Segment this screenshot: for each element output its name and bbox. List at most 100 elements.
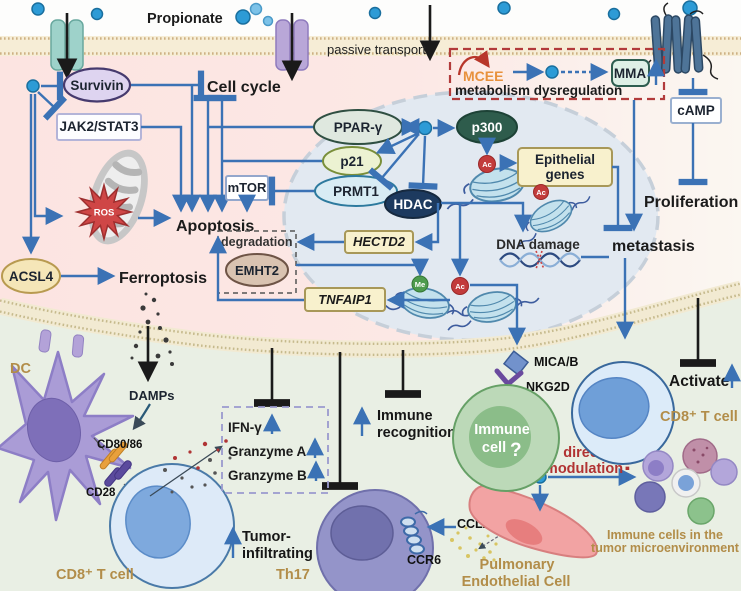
me-mark: [411, 275, 429, 293]
ccr6-receptor: [400, 510, 428, 555]
tme-label1: Immune cells in the: [607, 528, 723, 542]
cd28-receptor: [104, 460, 132, 487]
pulmonary-label2: Endothelial Cell: [462, 574, 571, 590]
th17-label: Th17: [276, 567, 310, 583]
hdac-to-hectd2: [414, 203, 440, 251]
effector-molecules-box: [221, 406, 329, 494]
inhibit-jak2stat3-line: [37, 91, 68, 121]
micab-ligand: [502, 350, 530, 376]
direct-modulation-label2: modulation: [545, 461, 623, 477]
immune-recognition-label2: recognition: [377, 425, 456, 441]
purple-transporter-channel: [275, 19, 309, 71]
jak2stat3-label: JAK2/STAT3: [59, 119, 139, 134]
granzyme-a-label: Granzyme A: [228, 444, 307, 459]
apoptosis-label: Apoptosis: [176, 218, 254, 235]
tnfaip1-node: [304, 287, 386, 312]
mcee-dysfunction-arc: [457, 50, 490, 76]
immune-cell-label2: cell: [482, 440, 506, 456]
degradation-box: [217, 230, 297, 294]
to-micab-line: [470, 283, 526, 346]
cd8-t-cell-right: [571, 361, 675, 465]
membrane-channel-small-1: [38, 329, 52, 353]
pulmonary-label1: Pulmonary: [480, 557, 555, 573]
granzyme-b-label: Granzyme B: [228, 468, 307, 483]
tnfaip1-label: TNFAIP1: [318, 292, 371, 307]
tumor-infiltrating-label2: infiltrating: [242, 546, 313, 562]
dc-label: DC: [10, 361, 31, 377]
membrane-channel-small-2: [71, 334, 85, 358]
ac-mark-1: [478, 155, 496, 173]
degradation-to-me: [296, 258, 429, 277]
emht2-node: [225, 253, 289, 287]
th17-nucleus: [330, 505, 394, 561]
immune-recognition-label1: Immune: [377, 408, 433, 424]
survivin-node: [62, 67, 132, 103]
cd8-right-label: CD8⁺ T cell: [660, 409, 738, 425]
cell-cycle-label: Cell cycle: [207, 79, 281, 96]
cd8-right-nucleus: [578, 377, 650, 439]
tnfaip1-to-apoptosis: [209, 235, 304, 302]
teal-transporter-channel: [50, 19, 84, 71]
propionate-molecules: [31, 0, 698, 27]
prmt1-label: PRMT1: [333, 184, 379, 199]
cd8-left-nucleus: [125, 485, 191, 559]
activate-label: Activate: [669, 373, 730, 390]
jak2stat3-to-apoptosis: [141, 125, 190, 213]
ferroptosis-label: Ferroptosis: [119, 270, 207, 287]
immune-cell-label1: Immune: [474, 422, 530, 438]
dna-damage-label: DNA damage: [496, 237, 580, 252]
ac-mark-3: [451, 277, 469, 295]
hectd2-node: [344, 230, 414, 254]
metabolism-caption: metabolism dysregulation: [455, 83, 622, 98]
damps-to-dc-arrow: [132, 403, 151, 431]
ac-mark-3-label: Ac: [455, 282, 465, 291]
pulmonary-endothelial-cell: [468, 484, 598, 559]
dot-inhibit-prmt1: [367, 134, 419, 191]
metabolite-dot: [545, 65, 559, 79]
basal-membrane: [0, 280, 741, 358]
emht2-label: EMHT2: [235, 263, 279, 278]
endothelial-nucleus: [505, 519, 543, 545]
p21-label: p21: [340, 154, 364, 169]
to-ros-line: [33, 94, 64, 225]
ccr6-label: CCR6: [407, 553, 441, 567]
ccl20-particles: [450, 526, 498, 562]
dot-inhibit-hdac: [408, 135, 438, 190]
propionate-label: Propionate: [147, 11, 223, 27]
cd80-86-receptor: [99, 441, 128, 470]
ac-mark-2-label: Ac: [536, 188, 546, 197]
ros-label: ROS: [94, 208, 115, 219]
camp-node: [670, 97, 722, 124]
dendritic-cell: [0, 350, 135, 522]
epithelial-inhibit-metastasis: [603, 165, 633, 232]
hdac-label: HDAC: [394, 197, 433, 212]
epithelial-genes-label2: genes: [545, 167, 584, 182]
ppar-label: PPAR-γ: [334, 120, 383, 135]
cd28-label: CD28: [86, 487, 116, 499]
proliferation-label: Proliferation: [644, 194, 738, 211]
immune-cell-inner: [469, 406, 531, 468]
cd80-86-label: CD80/86: [97, 439, 142, 451]
tme-label2: tumor microenvironment: [591, 541, 740, 555]
epithelial-genes-label1: Epithelial: [535, 152, 595, 167]
dot-to-p21: [375, 131, 420, 154]
ifn-label: IFN-γ: [228, 420, 262, 435]
hdac-to-dna-damage: [441, 201, 532, 233]
nkg2d-receptor: [494, 368, 524, 388]
cytotoxic-granule-spray: [149, 439, 232, 497]
mtor-label: mTOR: [228, 180, 267, 195]
dna-helix: [499, 250, 581, 270]
acsl4-label: ACSL4: [9, 269, 54, 284]
survivin-label: Survivin: [70, 78, 123, 93]
ccl20-secretion-arrow: [478, 533, 503, 550]
degradation-label: degradation: [221, 235, 293, 249]
p300-label: p300: [472, 120, 503, 135]
plasma-membrane: [0, 36, 741, 56]
hectd2-label: HECTD2: [353, 234, 406, 249]
tumor-infiltrating-label1: Tumor-: [242, 529, 291, 545]
p21-node: [322, 146, 382, 176]
cd8-t-cell-left: [109, 463, 235, 589]
damps-label: DAMPs: [129, 388, 175, 403]
metastasis-label: metastasis: [612, 238, 695, 255]
